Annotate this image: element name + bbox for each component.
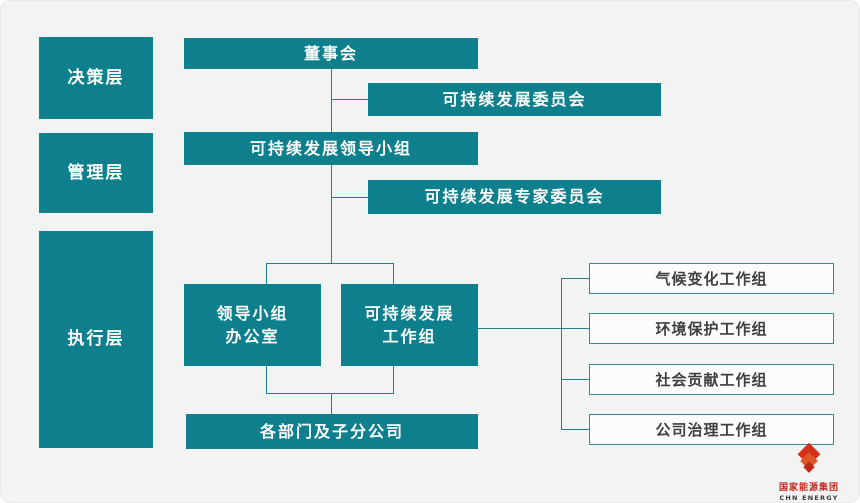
node-leading-group-office: 领导小组 办公室 (184, 284, 321, 366)
workgroup-label: 气候变化工作组 (655, 270, 768, 288)
node-label-line2: 工作组 (382, 327, 437, 346)
layer-box-decision: 决策层 (39, 37, 153, 119)
connector-line (266, 263, 394, 264)
workgroup-box-climate-change: 气候变化工作组 (589, 263, 834, 294)
workgroup-box-environmental-protection: 环境保护工作组 (589, 313, 834, 344)
connector-line (561, 379, 589, 380)
node-departments-subsidiaries: 各部门及子分公司 (186, 414, 478, 449)
connector-line (331, 69, 332, 132)
connector-line (266, 393, 394, 394)
node-sustainability-working-group: 可持续发展 工作组 (341, 284, 478, 366)
connector-line (331, 197, 368, 198)
workgroup-label: 公司治理工作组 (655, 421, 768, 439)
node-label: 可持续发展领导小组 (249, 138, 412, 158)
layer-label-management: 管理层 (67, 162, 125, 183)
connector-line (331, 165, 332, 263)
node-label-line1: 领导小组 (216, 303, 289, 323)
node-label: 各部门及子分公司 (259, 421, 404, 441)
connector-line (478, 328, 589, 329)
node-label: 可持续发展专家委员会 (424, 187, 605, 207)
connector-line (266, 366, 267, 393)
node-sustainability-expert-committee: 可持续发展专家委员会 (368, 180, 661, 214)
layer-label-execution: 执行层 (67, 329, 125, 350)
company-logo-subtitle: CHN ENERGY (779, 494, 839, 502)
connector-line (561, 429, 589, 430)
node-label: 可持续发展委员会 (442, 89, 587, 109)
company-logo: 国家能源集团 CHN ENERGY (774, 442, 844, 502)
node-board-of-directors: 董事会 (184, 38, 478, 69)
workgroup-label: 社会贡献工作组 (655, 371, 768, 389)
connector-line (393, 366, 394, 393)
workgroup-box-corporate-governance: 公司治理工作组 (589, 414, 834, 445)
connector-line (266, 263, 267, 284)
node-sustainability-leading-group: 可持续发展领导小组 (184, 132, 478, 165)
node-label: 董事会 (303, 43, 358, 63)
node-label-line1: 可持续发展 (364, 303, 455, 323)
workgroup-label: 环境保护工作组 (655, 320, 768, 338)
connector-line (393, 263, 394, 284)
company-logo-name: 国家能源集团 (778, 483, 839, 493)
layer-label-decision: 决策层 (67, 67, 125, 88)
node-label-line2: 办公室 (225, 327, 280, 346)
connector-line (331, 393, 332, 414)
layer-box-management: 管理层 (39, 133, 153, 213)
node-sustainability-committee: 可持续发展委员会 (368, 83, 661, 116)
layer-box-execution: 执行层 (39, 231, 153, 448)
connector-line (331, 99, 368, 100)
workgroup-box-social-contribution: 社会贡献工作组 (589, 364, 834, 395)
connector-line (561, 278, 589, 279)
chn-energy-logo-icon (792, 442, 826, 478)
connector-line (561, 278, 562, 429)
